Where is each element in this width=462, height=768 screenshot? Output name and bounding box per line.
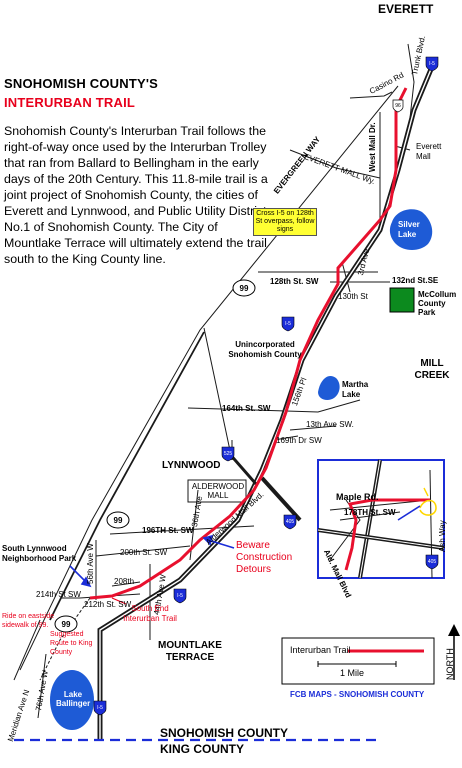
title-line2: INTERURBAN TRAIL — [4, 95, 136, 110]
i5-shield-icon: I-5 — [281, 316, 295, 332]
label-128th: 128th St. SW — [270, 277, 319, 286]
sr99-diag — [49, 331, 205, 621]
i5-shield-icon: I-5 — [173, 588, 187, 604]
label-snohomish-county: SNOHOMISH COUNTY — [160, 726, 289, 740]
label-214th: 214th St SW — [36, 590, 81, 599]
label-169th-dr: 169th Dr SW — [276, 436, 322, 445]
north-label: NORTH — [445, 648, 455, 680]
label-130th: 130th St — [338, 292, 368, 301]
everett-mall-way — [289, 149, 381, 179]
title-line1: SNOHOMISH COUNTY'S — [4, 76, 159, 91]
svg-text:I-5: I-5 — [285, 321, 291, 327]
169th-dr-line — [273, 435, 299, 441]
legend-trail-label: Interurban Trail — [290, 645, 351, 655]
label-martha-lake: Martha Lake — [342, 380, 369, 399]
legend-scale-label: 1 Mile — [340, 668, 365, 678]
label-west-mall-dr: West Mall Dr. — [368, 122, 377, 172]
martha-lake — [318, 375, 340, 400]
200th-st-line — [95, 545, 191, 557]
label-13th-ave: 13th Ave SW. — [306, 420, 354, 429]
label-maple-rd: Maple Rd. — [336, 492, 379, 502]
suggested-route-note: Suggested Route to King County — [50, 631, 93, 656]
south-end-arrow-icon — [111, 597, 127, 605]
svg-text:I-5: I-5 — [97, 705, 103, 711]
76th-ave-line — [37, 653, 47, 719]
i525-shield-icon: 525 — [221, 446, 235, 462]
label-212th: 212th St. SW — [84, 600, 132, 609]
lynnwood-diag — [203, 327, 233, 461]
svg-text:96: 96 — [395, 103, 401, 109]
north-arrow-icon — [448, 624, 460, 680]
label-everett: EVERETT — [378, 2, 434, 16]
svg-text:99: 99 — [62, 620, 71, 629]
shield-icons: I-5 I-5 I-5 I-5 405 405 525 96 99 99 99 — [54, 56, 439, 716]
label-mccollum: McCollum County Park — [418, 290, 457, 317]
label-alderwood-mall: ALDERWOOD MALL — [191, 482, 245, 500]
inset-trail — [344, 498, 430, 571]
svg-text:99: 99 — [114, 516, 123, 525]
sr99-shield-icon: 99 — [106, 511, 130, 529]
label-178th: 178TH St. SW — [344, 508, 396, 517]
construction-arrow-icon — [207, 539, 235, 549]
label-132nd: 132nd St.SE — [392, 276, 439, 285]
label-everett-mall: Everett Mall — [416, 142, 442, 161]
i405-shield-icon: 405 — [283, 514, 297, 530]
label-lake-ballinger: Lake Ballinger — [56, 690, 91, 708]
map-credit: FCB MAPS - SNOHOMISH COUNTY — [290, 690, 425, 699]
i5-shield-icon: I-5 — [93, 700, 107, 716]
south-end-label: South End Interurban Trail — [123, 604, 177, 623]
label-208th: 208th — [114, 577, 135, 586]
208th-line — [111, 581, 141, 587]
meridian-line — [13, 619, 41, 681]
svg-text:405: 405 — [428, 559, 437, 565]
i405-freeway — [260, 476, 302, 522]
casino-rd — [349, 91, 393, 99]
cross-i5-note: Cross I-5 on 128th St overpass, follow s… — [253, 208, 317, 236]
svg-text:525: 525 — [224, 451, 233, 457]
label-king-county: KING COUNTY — [160, 742, 244, 756]
construction-warning: Beware Construction Detours — [236, 540, 293, 575]
label-200th: 200th St. SW — [120, 548, 168, 557]
label-ash-way: Ash Way — [438, 520, 447, 552]
label-silver-lake: Silver Lake — [398, 220, 420, 239]
suggested-route-dashed — [39, 597, 91, 681]
label-164th: 164th St. SW — [222, 404, 271, 413]
i405-shield-icon: 405 — [425, 554, 439, 570]
label-mountlake-terrace: MOUNTLAKE TERRACE — [158, 640, 222, 663]
inset-arrow-icon — [397, 505, 421, 521]
label-lynnwood: LYNNWOOD — [162, 460, 221, 471]
svg-text:405: 405 — [286, 519, 295, 525]
lake-ballinger — [50, 670, 94, 730]
13th-ave-line — [289, 425, 337, 431]
trunk-blvd — [407, 43, 415, 119]
svg-text:I-5: I-5 — [177, 593, 183, 599]
sr96-shield-icon: 96 — [392, 99, 404, 113]
silver-lake — [389, 209, 433, 250]
interurban-trail-line — [89, 87, 408, 600]
label-south-lynnwood-park: South Lynnwood Neighborhood Park — [2, 544, 77, 563]
ride-sidewalk-note: Ride on eastside sidewalk of 99. — [2, 613, 55, 629]
trail-description: Snohomish County's Interurban Trail foll… — [4, 124, 268, 266]
164th-st-line — [187, 399, 361, 413]
park-arrow-icon — [69, 565, 87, 583]
label-mill-creek: MILL CREEK — [414, 358, 450, 381]
i5-shield-icon: I-5 — [425, 56, 439, 72]
label-56th-ave: 56th Ave W — [86, 543, 95, 584]
legend-box — [281, 637, 435, 685]
svg-text:99: 99 — [240, 284, 249, 293]
mccollum-park-square — [389, 287, 415, 313]
svg-text:I-5: I-5 — [429, 61, 435, 67]
sr99-shield-icon: 99 — [54, 615, 78, 633]
sr99-shield-icon: 99 — [232, 279, 256, 297]
label-196th: 196TH St. SW — [142, 526, 194, 535]
inset-map — [317, 459, 445, 579]
label-unincorporated: Unincorporated Snohomish County — [228, 340, 302, 359]
